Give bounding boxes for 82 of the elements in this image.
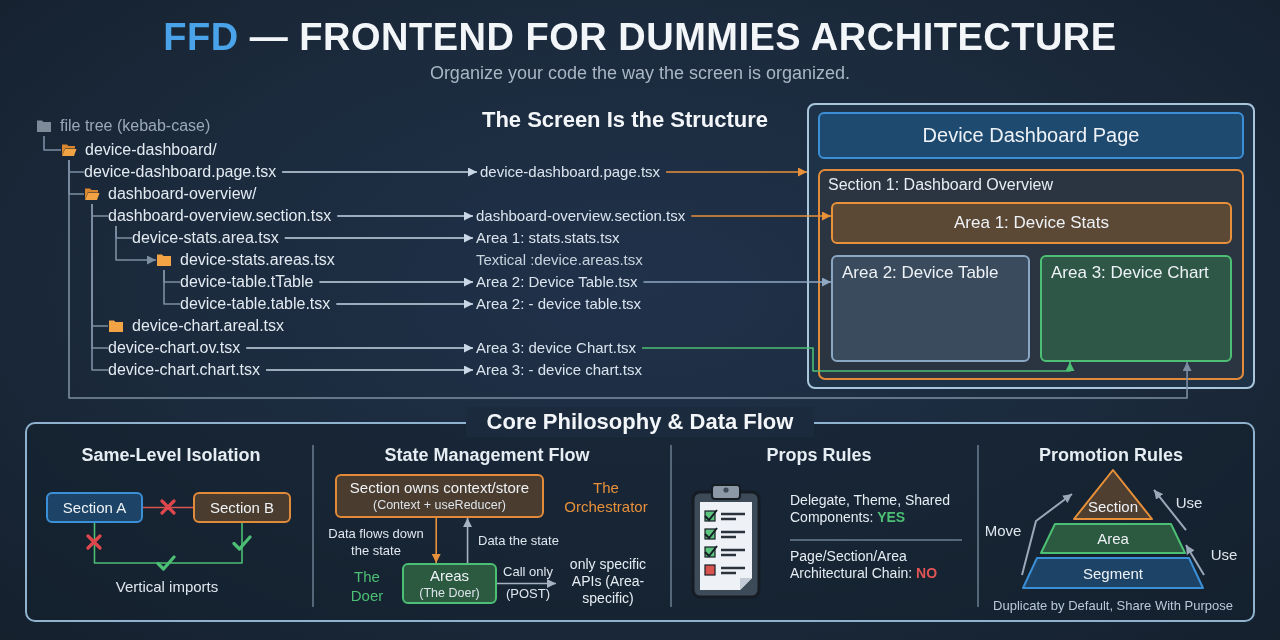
pyramid-tier: Section [1072, 468, 1154, 520]
file-tree-label: device-dashboard/ [85, 140, 217, 160]
section-heading: The Screen Is the Structure [480, 106, 770, 134]
arrow [690, 211, 832, 221]
subtitle: Organize your code the way the screen is organized. [428, 62, 852, 85]
edge-label: Move [983, 522, 1023, 540]
mapped-file-label: Area 1: stats.stats.tsx [476, 229, 620, 247]
tree-line [115, 225, 157, 265]
arrow [1021, 493, 1073, 576]
arrow [431, 517, 441, 564]
arrow [265, 365, 474, 375]
tree-line [43, 135, 62, 151]
arrow [1153, 488, 1187, 532]
tagline: Duplicate by Default, Share With Purpose [992, 597, 1234, 615]
column-heading: Props Rules [765, 444, 873, 467]
mapped-file-label: Area 2: Device Table.tsx [476, 273, 638, 291]
arrow [642, 277, 832, 287]
edge-label: Call only (POST) [502, 563, 554, 603]
panel-heading: Core Philosophy & Data Flow [466, 407, 814, 437]
section-title: Section 1: Dashboard Overview [828, 175, 1053, 195]
rule-text: Page/Section/Area Architectural Chain: NO [790, 548, 939, 583]
mapped-file-label: dashboard-overview.section.tsx [476, 207, 686, 225]
section-box [818, 169, 1244, 380]
arrow [283, 233, 474, 243]
mapped-file-label: Area 2: - device table.tsx [476, 295, 642, 313]
file-note: Textical :device.areas.tsx [476, 251, 644, 269]
arrow [1185, 544, 1205, 576]
arrow [496, 579, 557, 588]
rule-text: Delegate, Theme, Shared Components: YES [790, 492, 952, 527]
state-box [402, 563, 497, 604]
connector-line [93, 522, 243, 564]
file-tree-label: device-chart.chart.tsx [108, 360, 261, 380]
state-box [335, 474, 544, 518]
arrow [665, 167, 808, 177]
file-tree-label: device-chart.areal.tsx [132, 316, 285, 336]
component-box: Section A [46, 492, 143, 523]
area-box: Area 3: Device Chart [1040, 255, 1232, 362]
arrow [463, 517, 473, 564]
role-label: The Doer [349, 567, 385, 606]
pyramid-tier: Area [1040, 523, 1186, 554]
edge-label: Data the state [478, 532, 560, 550]
screen-frame [807, 103, 1255, 389]
file-tree-label: device-stats.area.tsx [132, 228, 279, 248]
api-note: only specific APIs (Area-specific) [556, 554, 660, 608]
file-tree-label: file tree (kebab-case) [60, 116, 211, 136]
edge-label: Use [1209, 546, 1239, 564]
page-title: FFD — FRONTEND FOR DUMMIES ARCHITECTURE [162, 15, 1118, 60]
box-title: Section owns context/store [349, 479, 530, 497]
file-tree-label: device-table.table.tsx [180, 294, 331, 314]
connector-line [142, 506, 194, 509]
area-box: Area 2: Device Table [831, 255, 1030, 362]
component-box: Area 1: Device Stats [831, 202, 1232, 244]
arrow [641, 347, 1075, 372]
box-title: Areas [429, 566, 470, 585]
component-box: Section B [193, 492, 291, 523]
file-tree-label: device-dashboard.page.tsx [84, 162, 277, 182]
mapped-file-label: Area 3: device Chart.tsx [476, 339, 637, 357]
arrow [68, 159, 1192, 399]
arrow [336, 211, 474, 221]
edge-label: Data flows down the state [327, 525, 425, 560]
role-label: The Orchestrator [563, 478, 649, 517]
tree-line [163, 269, 181, 305]
edge-label: Use [1174, 494, 1204, 512]
box-subtitle: (The Doer) [419, 584, 480, 601]
column-heading: Same-Level Isolation [80, 444, 262, 467]
file-tree-label: device-stats.areas.tsx [180, 250, 335, 270]
box-subtitle: (Context + useReducer) [372, 497, 507, 513]
arrow [281, 167, 478, 177]
edge-label: Vertical imports [114, 577, 220, 597]
arrow [245, 343, 474, 353]
arrow [318, 277, 474, 287]
file-tree-label: dashboard-overview.section.tsx [108, 206, 332, 226]
mapped-file-label: Area 3: - device chart.tsx [476, 361, 642, 379]
file-tree-label: device-chart.ov.tsx [108, 338, 241, 358]
column-heading: Promotion Rules [1038, 444, 1184, 467]
file-tree-label: device-table.tTable [180, 272, 314, 292]
arrow [335, 299, 474, 309]
pyramid-tier: Segment [1022, 557, 1204, 589]
mapped-file-label: device-dashboard.page.tsx [480, 163, 661, 181]
file-tree-label: dashboard-overview/ [108, 184, 257, 204]
component-box: Device Dashboard Page [818, 112, 1244, 159]
column-heading: State Management Flow [383, 444, 591, 467]
